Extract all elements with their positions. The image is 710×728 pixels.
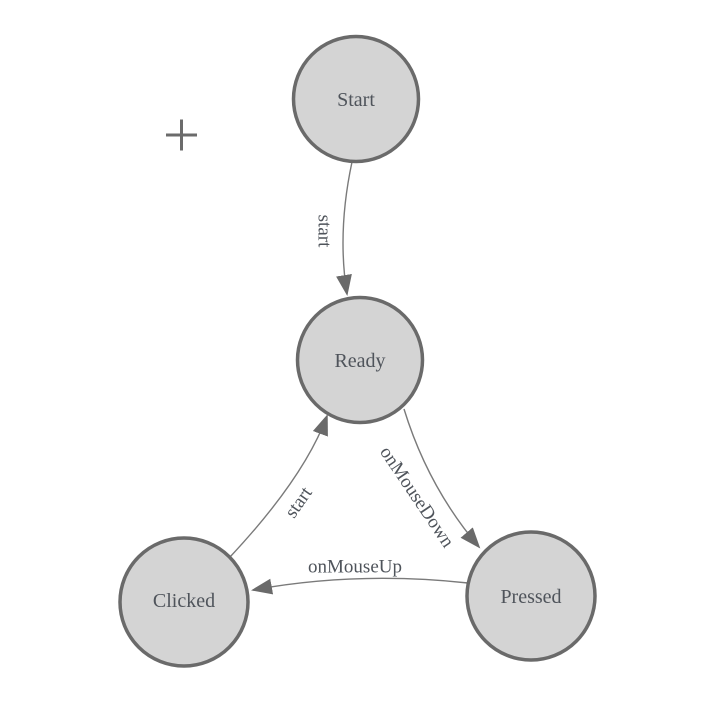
state-label-clicked: Clicked — [153, 590, 215, 612]
edge-start-to-ready[interactable] — [336, 161, 353, 296]
edge-label-onmousedown: onMouseDown — [375, 443, 458, 552]
state-label-pressed: Pressed — [500, 586, 561, 608]
edge-label-start-1: start — [314, 215, 335, 248]
state-circle-ready[interactable] — [295, 295, 425, 425]
state-node-start[interactable]: Start — [291, 34, 421, 164]
edge-clicked-to-ready[interactable] — [229, 414, 328, 558]
plus-cursor-icon[interactable] — [166, 119, 197, 151]
state-label-start: Start — [337, 89, 375, 111]
state-circle-start[interactable] — [291, 34, 421, 164]
state-circle-pressed[interactable] — [465, 530, 597, 662]
state-node-clicked[interactable]: Clicked — [118, 536, 250, 668]
edge-label-onmouseup: onMouseUp — [308, 557, 402, 578]
state-node-ready[interactable]: Ready — [295, 295, 425, 425]
state-node-pressed[interactable]: Pressed — [465, 530, 597, 662]
state-label-ready: Ready — [334, 350, 385, 372]
edge-pressed-to-clicked[interactable] — [251, 577, 469, 595]
state-circle-clicked[interactable] — [118, 536, 250, 668]
edge-ready-to-pressed[interactable] — [403, 408, 481, 549]
